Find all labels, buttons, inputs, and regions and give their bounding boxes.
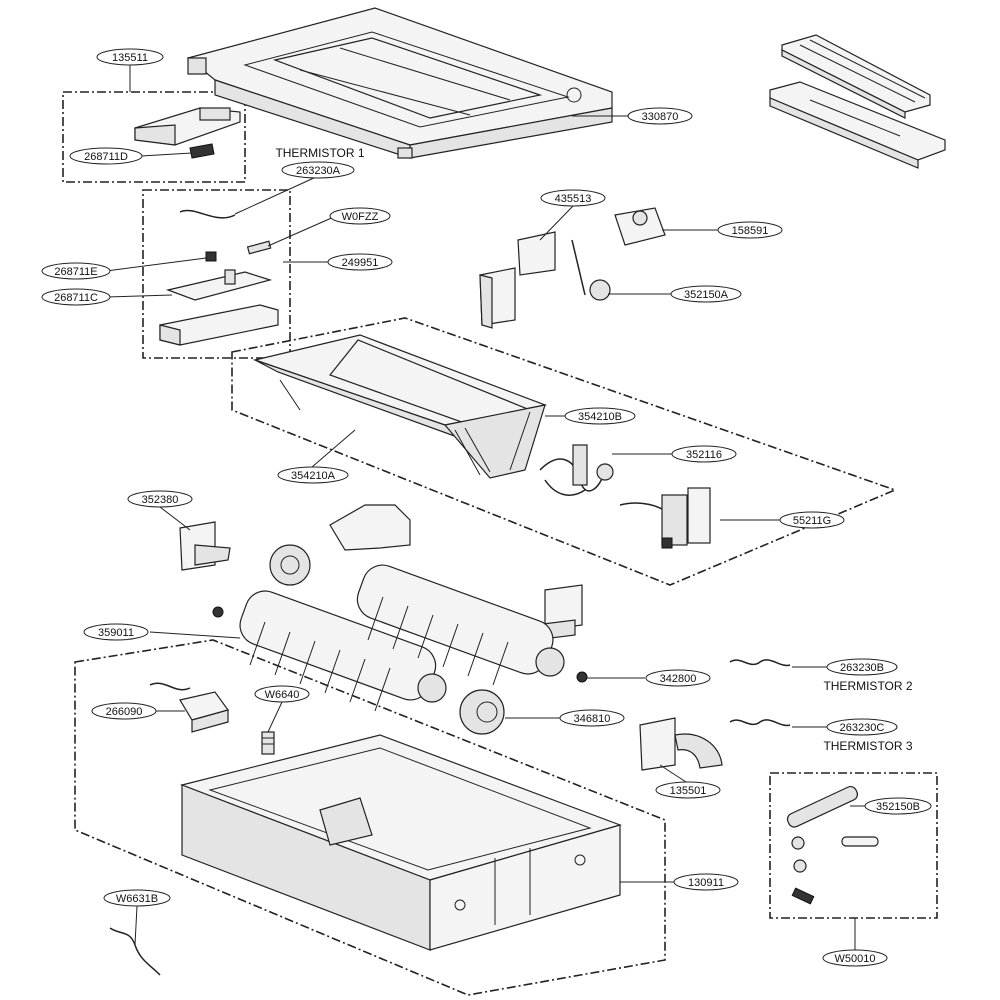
svg-text:158591: 158591 [732, 225, 769, 237]
svg-text:266090: 266090 [106, 706, 143, 718]
callout-359011: 359011 [83, 623, 149, 641]
callout-342800: 342800 [645, 669, 711, 687]
callout-135511: 135511 [96, 48, 164, 66]
svg-text:268711C: 268711C [54, 292, 98, 304]
group-boundary-control-box-top [62, 91, 246, 183]
svg-text:55211G: 55211G [793, 515, 831, 527]
thermistor-2-wire [729, 659, 791, 667]
svg-text:268711E: 268711E [54, 266, 97, 278]
svg-text:268711D: 268711D [84, 151, 128, 163]
callout-55211G: 55211G [779, 511, 845, 529]
callout-268711C: 268711C [41, 288, 111, 306]
svg-text:352116: 352116 [686, 449, 722, 461]
svg-text:249951: 249951 [342, 257, 379, 269]
callout-268711D: 268711D [69, 147, 143, 165]
callout-266090: 266090 [91, 702, 157, 720]
callout-W6631B: W6631B [103, 889, 171, 907]
callout-W50010: W50010 [822, 949, 888, 967]
svg-text:W50010: W50010 [835, 953, 876, 965]
svg-text:354210B: 354210B [578, 411, 622, 423]
callout-W6640: W6640 [254, 685, 310, 703]
callout-135501: 135501 [655, 781, 721, 799]
motor-mount-part [459, 689, 723, 771]
callout-249951: 249951 [327, 253, 393, 271]
callout-268711E: 268711E [41, 262, 111, 280]
svg-text:346810: 346810 [574, 713, 611, 725]
callout-346810: 346810 [559, 709, 625, 727]
thermistor-3-caption: THERMISTOR 3 [823, 739, 912, 753]
svg-text:342800: 342800 [660, 673, 697, 685]
group-boundary-hardware-kit [769, 772, 938, 919]
callout-W0FZZ: W0FZZ [329, 207, 391, 225]
svg-text:263230B: 263230B [840, 662, 884, 674]
callout-158591: 158591 [717, 221, 783, 239]
callout-354210B: 354210B [564, 407, 636, 425]
thermistor-1-caption: THERMISTOR 1 [275, 146, 364, 160]
callout-352116: 352116 [671, 445, 737, 463]
svg-text:354210A: 354210A [291, 470, 336, 482]
callout-352150B: 352150B [864, 797, 932, 815]
callout-263230A: 263230A [281, 161, 355, 179]
leader-lines [105, 64, 868, 950]
hardware-kit-part [786, 785, 879, 905]
svg-text:352150B: 352150B [876, 801, 920, 813]
filter-assembly-part [769, 34, 946, 169]
svg-text:W6631B: W6631B [116, 893, 158, 905]
thermistor-3-wire [729, 719, 791, 727]
svg-text:359011: 359011 [98, 627, 134, 639]
top-frame-part [186, 7, 613, 159]
refrigerant-piping-part [539, 444, 614, 496]
callout-352150A: 352150A [670, 285, 742, 303]
callout-435513: 435513 [540, 189, 606, 207]
wire-harness-part [109, 927, 161, 976]
callout-130911: 130911 [673, 873, 739, 891]
thermistor-2-caption: THERMISTOR 2 [823, 679, 912, 693]
svg-text:263230A: 263230A [296, 165, 341, 177]
svg-text:263230C: 263230C [840, 722, 885, 734]
evaporator-coil-part [252, 334, 548, 479]
svg-text:435513: 435513 [555, 193, 592, 205]
svg-text:330870: 330870 [642, 111, 679, 123]
svg-text:W0FZZ: W0FZZ [342, 211, 379, 223]
connector-part [261, 731, 275, 755]
pcb-assembly-part [159, 209, 279, 346]
svg-text:352380: 352380 [142, 494, 179, 506]
callout-263230B: 263230B [826, 658, 898, 676]
callout-263230C: 263230C [826, 718, 898, 736]
svg-text:352150A: 352150A [684, 289, 729, 301]
cabinet-base-part [180, 734, 622, 951]
blower-housing-part [179, 504, 583, 641]
callout-330870: 330870 [627, 107, 693, 125]
electrical-box-part [479, 207, 666, 329]
group-boundary-cabinet [74, 639, 666, 996]
transformer-part [149, 682, 229, 733]
callout-352380: 352380 [127, 490, 193, 508]
svg-text:W6640: W6640 [265, 689, 300, 701]
blower-wheel-part [212, 564, 588, 712]
callout-354210A: 354210A [277, 466, 349, 484]
svg-text:130911: 130911 [688, 877, 724, 889]
control-box-cover-part [134, 107, 241, 159]
svg-text:135511: 135511 [112, 52, 148, 64]
drain-pump-part [619, 487, 711, 549]
group-boundary-evaporator [231, 317, 898, 586]
svg-text:135501: 135501 [670, 785, 707, 797]
